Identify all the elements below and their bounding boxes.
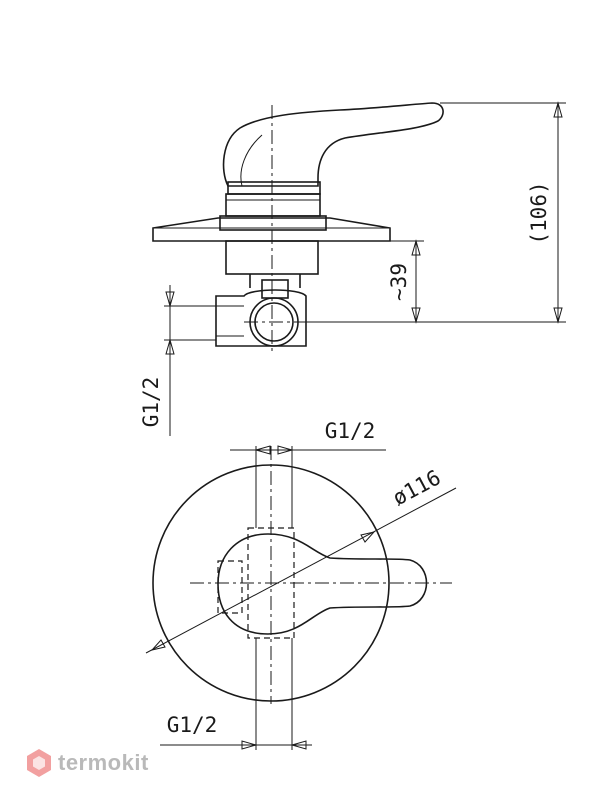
watermark: termokit bbox=[26, 748, 149, 778]
watermark-text: termokit bbox=[58, 750, 149, 775]
hexagon-logo-icon bbox=[27, 749, 51, 777]
dim-depth: ~39 bbox=[387, 263, 411, 301]
dim-diameter: ø116 bbox=[389, 465, 445, 510]
dim-height-overall: (106) bbox=[527, 181, 551, 244]
front-handle bbox=[217, 533, 428, 635]
dim-thread-bottom: G1/2 bbox=[167, 713, 218, 737]
front-view: ø116 G1/2 G1/2 bbox=[145, 419, 457, 750]
dim-thread-side: G1/2 bbox=[139, 377, 163, 428]
side-cartridge bbox=[225, 193, 321, 217]
side-handle-lever bbox=[222, 102, 444, 187]
dim-thread-top: G1/2 bbox=[325, 419, 376, 443]
side-view: (106) ~39 G1/2 bbox=[139, 101, 566, 436]
side-elbow bbox=[215, 289, 307, 347]
